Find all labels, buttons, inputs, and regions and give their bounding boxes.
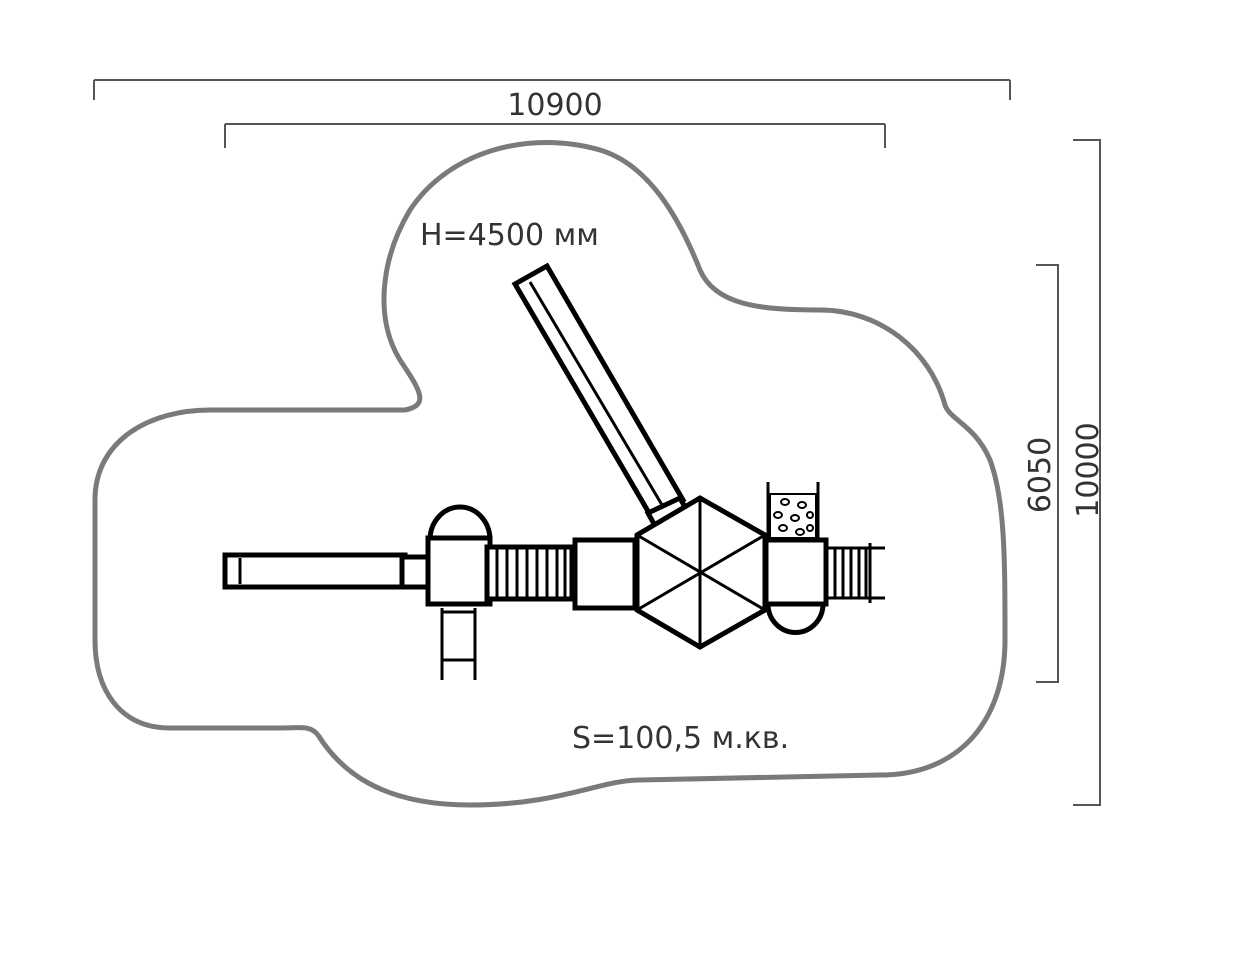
playground-equipment <box>222 262 885 680</box>
ladder-right <box>826 543 885 603</box>
hexagon-tower <box>634 495 768 650</box>
dimension-overall-width <box>93 79 1011 100</box>
dimension-width-10900: 10900 <box>224 88 886 148</box>
bridge <box>484 544 575 602</box>
width-label: 10900 <box>507 88 602 123</box>
height-10000-label: 10000 <box>1071 422 1106 517</box>
safety-zone-outline <box>92 140 1008 808</box>
height-6050-label: 6050 <box>1023 437 1058 513</box>
tower-left <box>425 504 493 607</box>
tower-right <box>763 537 829 635</box>
platform-middle <box>572 537 638 611</box>
height-annotation: H=4500 мм <box>420 218 599 253</box>
tube-slide-diagonal <box>511 262 696 539</box>
dimension-height-10000: 10000 <box>1071 139 1106 806</box>
dimension-height-6050: 6050 <box>1023 264 1059 683</box>
slide-left <box>222 552 431 590</box>
ladder-down <box>440 608 477 680</box>
area-annotation: S=100,5 м.кв. <box>572 721 789 756</box>
climbing-wall <box>766 482 820 540</box>
